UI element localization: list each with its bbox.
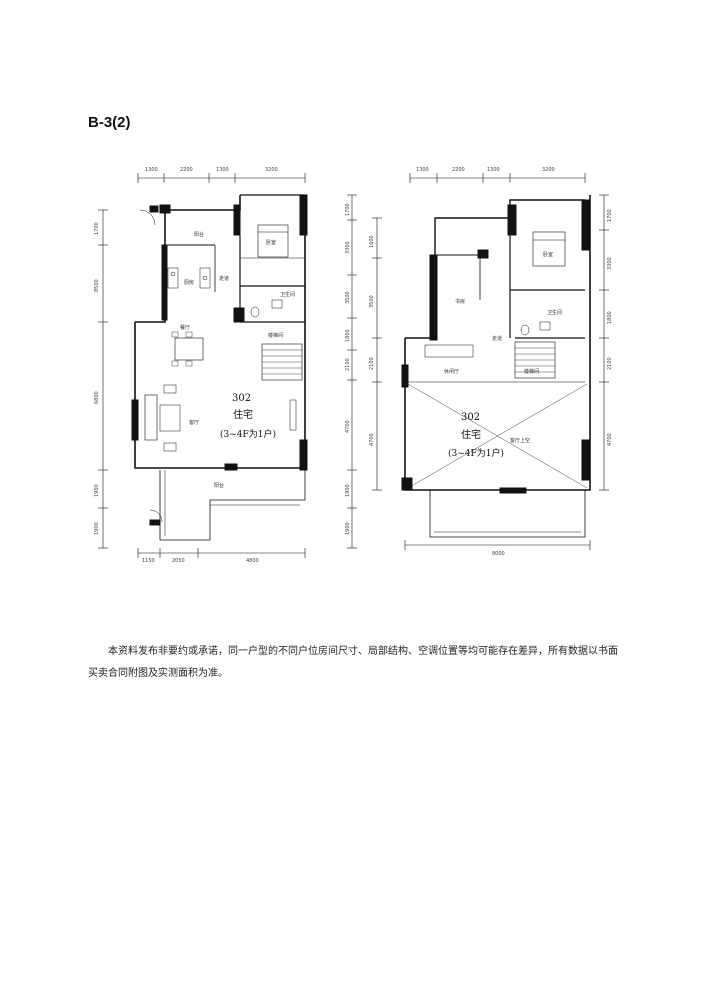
room-label: 卫生间 <box>280 291 295 298</box>
dim-label: 3300 <box>345 241 351 254</box>
dim-label: 1700 <box>607 209 613 222</box>
dim-label: 1300 <box>487 167 500 173</box>
right-top-dimensions: 1300 2200 1300 3200 <box>416 167 555 173</box>
unit-number: 302 <box>232 393 251 404</box>
dim-label: 1900 <box>94 484 100 497</box>
room-label: 楼梯间 <box>524 368 539 375</box>
page-title: B-3(2) <box>88 114 131 131</box>
floor-plan-left <box>98 173 357 558</box>
room-label: 卫生间 <box>547 309 562 316</box>
dim-label: 1900 <box>345 522 351 535</box>
left-right-dimensions: 1700 3300 3500 1800 2100 4700 1900 1900 <box>345 203 351 535</box>
dim-label: 4800 <box>246 558 259 564</box>
unit-type: 住宅 <box>461 428 481 441</box>
disclaimer-text: 本资料发布非要约或承诺，同一户型的不同户位房间尺寸、局部结构、空调位置等均可能存… <box>88 646 618 679</box>
dim-label: 3200 <box>265 167 278 173</box>
unit-floors: (3~4F为1户) <box>448 447 504 459</box>
dim-label: 3300 <box>607 257 613 270</box>
right-right-dimensions: 1700 3300 1800 2100 4700 <box>607 209 613 446</box>
dim-label: 8000 <box>492 551 505 557</box>
dim-label: 1800 <box>607 311 613 324</box>
room-label: 餐厅 <box>180 324 190 331</box>
room-label: 书房 <box>455 298 465 305</box>
dim-label: 1300 <box>416 167 429 173</box>
room-label: 客厅上空 <box>510 437 530 444</box>
unit-floors: (3~4F为1户) <box>220 428 276 440</box>
dim-label: 3200 <box>542 167 555 173</box>
right-unit-label: 302 住宅 (3~4F为1户) <box>448 412 504 459</box>
left-unit-label: 302 住宅 (3~4F为1户) <box>220 393 276 440</box>
dim-label: 4700 <box>345 420 351 433</box>
left-bottom-dimensions: 1150 2050 4800 <box>142 558 259 564</box>
dim-label: 1800 <box>345 329 351 342</box>
room-label: 客厅 <box>189 419 199 426</box>
dim-label: 1300 <box>145 167 158 173</box>
room-label: 厨房 <box>184 279 194 286</box>
dim-label: 4700 <box>369 433 375 446</box>
dim-label: 2200 <box>452 167 465 173</box>
dim-label: 1900 <box>94 522 100 535</box>
room-label: 卧室 <box>543 251 553 258</box>
dim-label: 3500 <box>369 295 375 308</box>
floor-plans: 1300 2200 1300 3200 1700 8500 6800 1900 … <box>94 167 613 564</box>
dim-label: 2100 <box>369 357 375 370</box>
room-label: 卧室 <box>266 239 276 246</box>
dim-label: 1700 <box>94 222 100 235</box>
dim-label: 2100 <box>607 357 613 370</box>
left-top-dimensions: 1300 2200 1300 3200 <box>145 167 278 173</box>
dim-label: 1700 <box>345 203 351 216</box>
dim-label: 4700 <box>607 433 613 446</box>
dim-label: 1300 <box>216 167 229 173</box>
room-label: 楼梯间 <box>268 332 283 339</box>
right-bottom-dimensions: 8000 <box>492 551 505 557</box>
right-room-labels: 卧室 书房 走道 卫生间 休闲厅 楼梯间 客厅上空 <box>444 251 562 444</box>
room-label: 走道 <box>492 335 502 342</box>
unit-type: 住宅 <box>233 408 253 421</box>
right-left-dimensions: 1600 3500 2100 4700 <box>369 235 375 446</box>
dim-label: 2100 <box>345 358 351 371</box>
dim-label: 2200 <box>180 167 193 173</box>
room-label: 休闲厅 <box>444 368 459 375</box>
dim-label: 2050 <box>172 558 185 564</box>
dim-label: 1150 <box>142 558 155 564</box>
floor-plan-right <box>372 173 609 550</box>
dim-label: 1600 <box>369 235 375 248</box>
room-label: 阳台 <box>214 482 224 489</box>
left-side-dimensions: 1700 8500 6800 1900 1900 <box>94 222 100 535</box>
room-label: 走道 <box>219 275 229 282</box>
dim-label: 8500 <box>94 279 100 292</box>
dim-label: 3500 <box>345 291 351 304</box>
left-room-labels: 阳台 卧室 厨房 走道 卫生间 餐厅 楼梯间 客厅 阳台 <box>180 231 295 489</box>
unit-number: 302 <box>461 412 480 423</box>
dim-label: 1900 <box>345 484 351 497</box>
room-label: 阳台 <box>194 231 204 238</box>
dim-label: 6800 <box>94 391 100 404</box>
